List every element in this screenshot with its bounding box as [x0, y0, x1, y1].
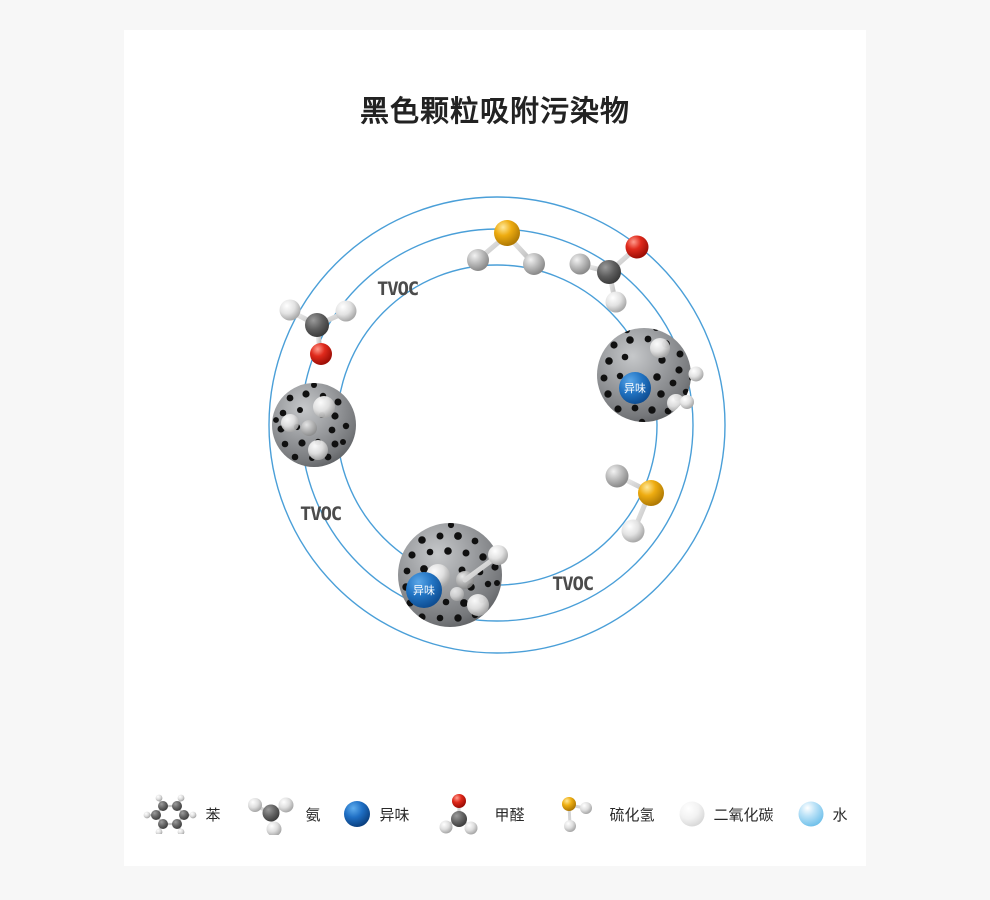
legend: 苯 氨: [124, 792, 866, 836]
hydrogen-sulfide-right: [605, 464, 664, 543]
tvoc-label-lower-right: TVOC: [552, 573, 594, 595]
odor-marker-label: 异味: [413, 584, 435, 597]
legend-label: 甲醛: [494, 805, 525, 824]
legend-label: 二氧化碳: [713, 805, 774, 824]
odor-marker: [619, 372, 651, 404]
legend-item-odor: 异味: [342, 792, 409, 836]
hydrogen-sulfide-molecule-icon: [547, 792, 603, 836]
oxygen-atom: [310, 343, 332, 365]
odor-marker: [406, 572, 442, 608]
formaldehyde-top-right: [569, 235, 649, 313]
oxygen-atom: [625, 235, 649, 259]
hydrogen-sulfide-top: [467, 220, 545, 275]
page-title: 黑色颗粒吸附污染物: [359, 94, 630, 128]
carbon-particle-bottom: 异味: [398, 523, 508, 627]
hydrogen-atom: [688, 366, 704, 382]
odor-marker-label: 异味: [624, 382, 646, 395]
hydrogen-atom: [523, 253, 545, 275]
tvoc-label-upper-left: TVOC: [377, 278, 419, 300]
ammonia-molecule-icon: [242, 792, 298, 836]
carbon-atom: [305, 313, 329, 337]
legend-item-water: 水: [796, 792, 848, 836]
legend-label: 异味: [379, 805, 410, 824]
legend-label: 苯: [205, 805, 221, 824]
hydrogen-atom: [680, 395, 694, 409]
orbit-ring-outer: [268, 196, 726, 654]
carbon-dioxide-sphere-icon: [677, 792, 707, 836]
benzene-molecule-icon: [142, 792, 198, 836]
hydrogen-atom: [569, 253, 591, 275]
hydrogen-atom: [279, 299, 301, 321]
formaldehyde-left: [279, 299, 357, 365]
legend-item-ammonia: 氨: [242, 792, 320, 836]
hydrogen-atom: [335, 300, 357, 322]
legend-item-formaldehyde: 甲醛: [431, 792, 525, 836]
orbit-ring-inner: [336, 264, 658, 586]
content-card: 黑色颗粒吸附污染物: [124, 30, 866, 866]
tvoc-label-lower-left: TVOC: [300, 503, 342, 525]
legend-label: 氨: [305, 805, 321, 824]
water-sphere-icon: [796, 792, 826, 836]
hydrogen-atom: [488, 545, 508, 565]
carbon-particle-right: 异味: [597, 328, 704, 422]
hydrogen-atom: [605, 291, 627, 313]
hydrogen-atom: [467, 249, 489, 271]
formaldehyde-molecule-icon: [431, 792, 487, 836]
sulfur-atom: [494, 220, 520, 246]
legend-item-hydrogen-sulfide: 硫化氢: [547, 792, 655, 836]
hydrogen-atom: [621, 519, 645, 543]
carbon-atom: [597, 260, 621, 284]
sulfur-atom: [638, 480, 664, 506]
carbon-particle-left: [272, 383, 356, 467]
legend-label: 水: [832, 805, 848, 824]
hydrogen-atom: [605, 464, 629, 488]
adsorption-diagram: 异味: [252, 180, 742, 670]
legend-item-benzene: 苯: [142, 792, 220, 836]
legend-item-carbon-dioxide: 二氧化碳: [677, 792, 774, 836]
legend-label: 硫化氢: [609, 805, 655, 824]
odor-sphere-icon: [342, 792, 372, 836]
